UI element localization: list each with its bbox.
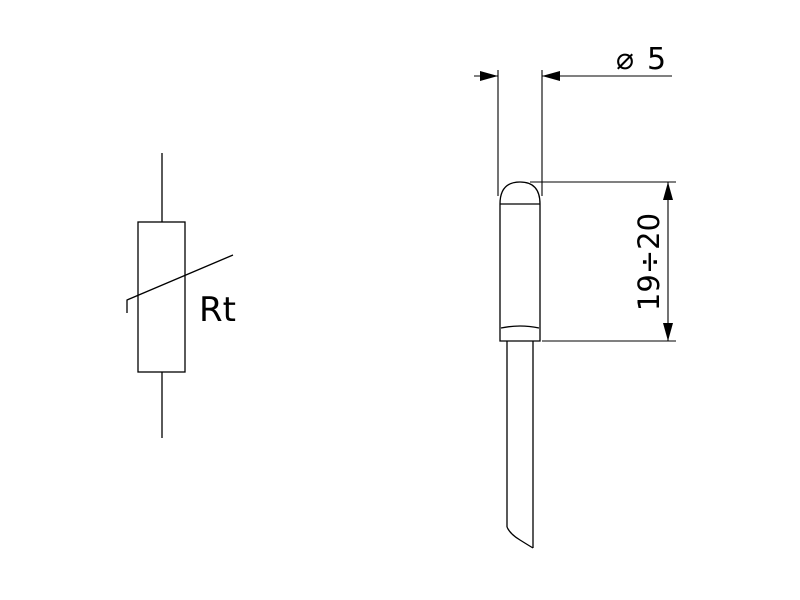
sensor-head	[499, 181, 541, 342]
sensor-break-mark	[506, 526, 534, 549]
symbol-nonlinear-slash	[126, 254, 234, 313]
sensor-drawing	[499, 181, 541, 549]
length-value: 19÷20	[632, 213, 666, 311]
diameter-text: ⌀ 5	[616, 42, 666, 77]
thermistor-symbol	[126, 153, 234, 438]
length-dimension	[530, 181, 676, 342]
diameter-arrow-left	[480, 71, 498, 81]
diameter-dimension	[474, 70, 672, 196]
diameter-value: 5	[647, 42, 666, 77]
symbol-body	[137, 221, 186, 373]
length-arrow-top	[663, 182, 673, 200]
diameter-symbol: ⌀	[616, 42, 634, 77]
length-arrow-bottom	[663, 323, 673, 341]
diameter-arrow-right	[542, 71, 560, 81]
symbol-label: Rt	[199, 290, 236, 330]
sensor-neck-band	[500, 325, 540, 329]
